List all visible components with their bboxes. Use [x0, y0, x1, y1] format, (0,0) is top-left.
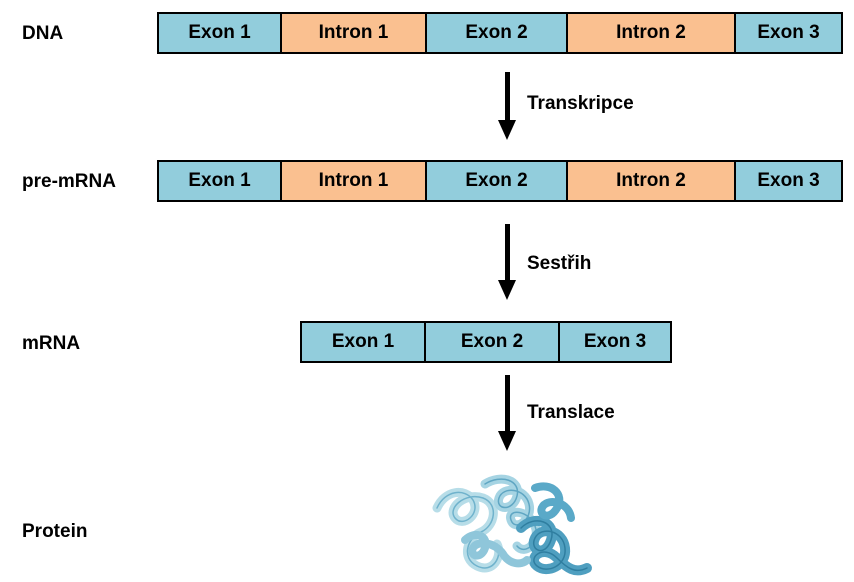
transcription-label: Transkripce — [527, 93, 634, 114]
pre-mrna-intron-1: Intron 1 — [282, 162, 427, 200]
pre-mrna-exon-3: Exon 3 — [736, 162, 841, 200]
dna-strand: Exon 1 Intron 1 Exon 2 Intron 2 Exon 3 — [157, 12, 843, 54]
mrna-exon-2: Exon 2 — [426, 323, 560, 361]
protein-ribbon-icon — [432, 474, 592, 576]
pre-mrna-strand: Exon 1 Intron 1 Exon 2 Intron 2 Exon 3 — [157, 160, 843, 202]
splicing-label: Sestřih — [527, 253, 592, 274]
protein-label: Protein — [22, 521, 88, 542]
dna-label: DNA — [22, 23, 64, 44]
dna-exon-2: Exon 2 — [427, 14, 568, 52]
dna-exon-3: Exon 3 — [736, 14, 841, 52]
down-arrow-icon — [498, 72, 516, 140]
dna-intron-2: Intron 2 — [568, 14, 736, 52]
pre-mrna-label: pre-mRNA — [22, 171, 116, 192]
pre-mrna-intron-2: Intron 2 — [568, 162, 736, 200]
down-arrow-icon — [498, 224, 516, 300]
dna-intron-1: Intron 1 — [282, 14, 427, 52]
translation-label: Translace — [527, 402, 615, 423]
down-arrow-icon — [498, 375, 516, 451]
mrna-label: mRNA — [22, 333, 81, 354]
pre-mrna-exon-1: Exon 1 — [159, 162, 282, 200]
mrna-strand: Exon 1 Exon 2 Exon 3 — [300, 321, 672, 363]
mrna-exon-3: Exon 3 — [560, 323, 670, 361]
dna-exon-1: Exon 1 — [159, 14, 282, 52]
pre-mrna-exon-2: Exon 2 — [427, 162, 568, 200]
mrna-exon-1: Exon 1 — [302, 323, 426, 361]
